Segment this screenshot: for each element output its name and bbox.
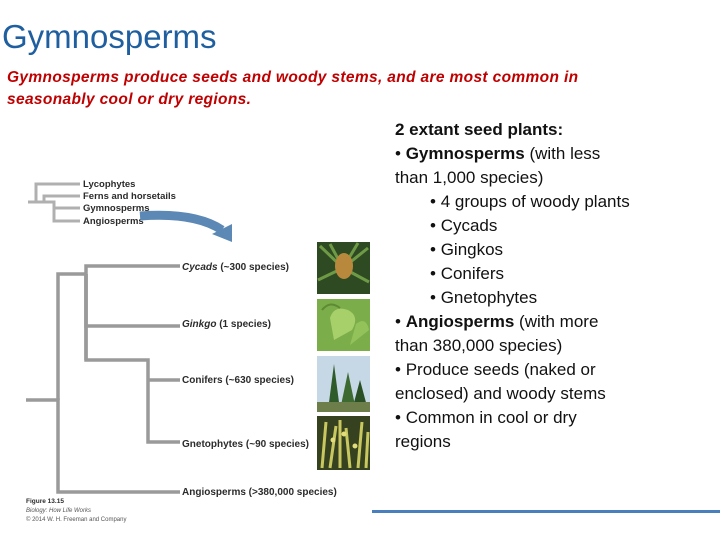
bullet-bold: Gymnosperms: [405, 144, 525, 163]
bullet-text: Gnetophytes: [440, 288, 538, 307]
bullet-line: than 1,000 species): [395, 166, 715, 190]
bullet-text: Gingkos: [440, 240, 504, 259]
zoom-arrow: [139, 210, 225, 234]
bullet-line: • Conifers: [395, 262, 715, 286]
inset-branch-seed-plants: [44, 200, 80, 223]
bullet-text: regions: [395, 432, 451, 451]
bullet-line: enclosed) and woody stems: [395, 382, 715, 406]
inset-label-angiosperms: Angiosperms: [83, 216, 144, 227]
caption-book: Biology: How Life Works: [26, 508, 91, 514]
bullet-bold: Angiosperms: [405, 312, 515, 331]
bullet-text: (with less: [524, 144, 601, 163]
bullet-line: regions: [395, 430, 715, 454]
bullet-text: enclosed) and woody stems: [395, 384, 606, 403]
bullet-text: Produce seeds (naked or: [405, 360, 596, 379]
bullet-line: • Cycads: [395, 214, 715, 238]
bullet-prefix: •: [430, 216, 441, 235]
bullet-text: than 1,000 species): [395, 168, 544, 187]
bullet-line: • Angiosperms (with more: [395, 310, 715, 334]
bullet-line: • Gymnosperms (with less: [395, 142, 715, 166]
bullet-line: than 380,000 species): [395, 334, 715, 358]
phylogenetic-tree-figure: Lycophytes Ferns and horsetails Gymnospe…: [26, 179, 370, 523]
photo-ginkgo: [317, 299, 370, 351]
bullet-text: than 380,000 species): [395, 336, 563, 355]
bullet-text: Cycads: [440, 216, 498, 235]
inset-label-gymnosperms: Gymnosperms: [83, 203, 150, 214]
bullet-line: • Gingkos: [395, 238, 715, 262]
label-ginkgo: Ginkgo (1 species): [182, 319, 271, 330]
bullet-text: 4 groups of woody plants: [440, 192, 630, 211]
bullet-line: • Produce seeds (naked or: [395, 358, 715, 382]
bullet-bold: 2 extant seed plants:: [395, 120, 564, 139]
bullet-prefix: •: [430, 264, 441, 283]
bullet-prefix: •: [430, 240, 441, 259]
bullet-prefix: •: [395, 408, 406, 427]
branch-conifers-gnetophytes: [84, 274, 180, 444]
bullet-line: • 4 groups of woody plants: [395, 190, 715, 214]
bullet-prefix: •: [395, 312, 406, 331]
bullet-prefix: •: [430, 288, 441, 307]
branch-cycads-ginkgo: [84, 264, 180, 328]
footer-line: [372, 510, 720, 513]
bullet-text: Conifers: [440, 264, 504, 283]
zoom-arrow-head: [212, 224, 232, 242]
bullet-line: 2 extant seed plants:: [395, 118, 715, 142]
label-conifers: Conifers (~630 species): [182, 375, 294, 386]
label-gnetophytes: Gnetophytes (~90 species): [182, 439, 309, 450]
page-subtitle: Gymnosperms produce seeds and woody stem…: [7, 69, 579, 108]
bullet-prefix: •: [430, 192, 441, 211]
photo-conifer: [317, 356, 370, 412]
bullet-text: Common in cool or dry: [405, 408, 577, 427]
page-title: Gymnosperms: [2, 18, 217, 55]
bullet-prefix: •: [395, 360, 406, 379]
photo-gnetophyte: [317, 416, 370, 470]
main-tree: [26, 264, 180, 494]
branch-angiosperms: [26, 398, 180, 494]
label-angiosperms: Angiosperms (>380,000 species): [182, 487, 337, 498]
bullet-line: • Gnetophytes: [395, 286, 715, 310]
inset-tree: [28, 182, 80, 223]
bullet-text: (with more: [514, 312, 599, 331]
inset-branch-ferns: [36, 194, 80, 204]
inset-label-lycophytes: Lycophytes: [83, 179, 135, 190]
photo-cycad: [317, 242, 370, 294]
caption-figure: Figure 13.15: [26, 498, 64, 505]
label-cycads: Cycads (~300 species): [182, 262, 289, 273]
caption-copyright: © 2014 W. H. Freeman and Company: [26, 516, 126, 523]
bullet-prefix: •: [395, 144, 406, 163]
inset-label-ferns: Ferns and horsetails: [83, 191, 176, 202]
inset-branch-lycophytes: [28, 182, 80, 204]
bullet-line: • Common in cool or dry: [395, 406, 715, 430]
bullet-list: 2 extant seed plants: • Gymnosperms (with…: [395, 118, 715, 454]
branch-gymnosperm-root: [56, 272, 86, 400]
